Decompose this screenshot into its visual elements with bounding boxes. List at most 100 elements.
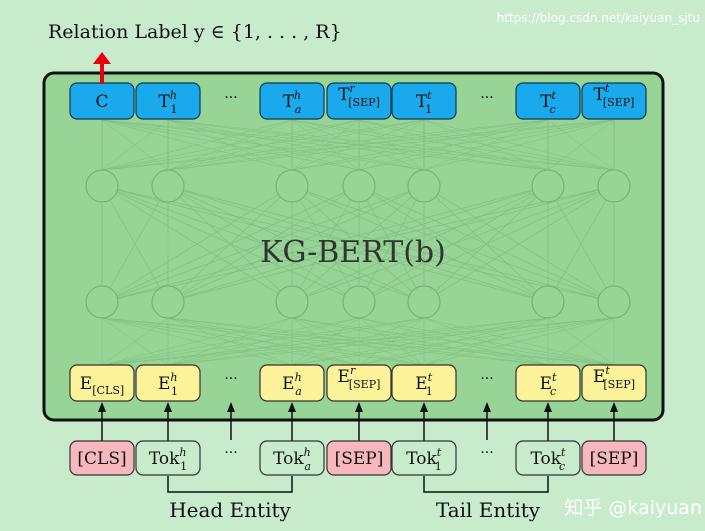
box-label: Et[SEP] [593, 364, 635, 391]
title: Relation Label y ∈ {1, . . . , R} [48, 21, 342, 43]
output-token-box [391, 82, 457, 120]
input-connection [101, 317, 615, 366]
entity-brackets [167, 476, 549, 493]
input-connection [291, 317, 549, 366]
neuron-node [85, 285, 119, 319]
output-connection [101, 119, 360, 171]
ellipsis: ··· [224, 445, 237, 461]
neuron-node [85, 169, 119, 203]
output-arrow [93, 52, 111, 64]
box-label: Tt[SEP] [593, 82, 634, 109]
output-connection [101, 119, 425, 171]
output-connection [291, 119, 615, 171]
neuron-node [342, 285, 376, 319]
layer-connection [101, 185, 615, 303]
layer-connection [101, 185, 425, 303]
output-connection [101, 119, 615, 171]
neuron-node [151, 285, 185, 319]
box-label: Er[SEP] [338, 364, 381, 391]
input-connection [423, 317, 615, 366]
embedding-box [515, 364, 581, 402]
output-connection [101, 119, 293, 171]
input-connection [101, 317, 425, 366]
input-token-box [69, 440, 135, 476]
output-connection [423, 119, 615, 171]
tail-entity-label: Tail Entity [436, 498, 541, 522]
output-connection [547, 119, 615, 171]
box-label: E[CLS] [80, 374, 124, 397]
input-token-box [515, 440, 581, 476]
box-label: [CLS] [77, 449, 126, 469]
layer-connection [423, 185, 615, 303]
embedding-box [135, 364, 201, 402]
output-connection [291, 119, 549, 171]
input-connection [291, 317, 615, 366]
input-connection [167, 317, 615, 366]
layer-connection [547, 185, 615, 303]
neuron-node [407, 285, 441, 319]
neuron-node [275, 169, 309, 203]
layer-connection [101, 185, 549, 303]
box-label: Tr[SEP] [338, 82, 380, 109]
embedding-box [259, 364, 325, 402]
layer-connection [101, 185, 293, 303]
input-token-box [135, 440, 201, 476]
neuron-node [531, 169, 565, 203]
input-token-box [391, 440, 457, 476]
input-connection [101, 317, 169, 366]
layer-connection [101, 185, 169, 303]
network-layers [85, 119, 631, 366]
box-label: C [95, 92, 108, 112]
output-connection [358, 119, 615, 171]
input-connection [101, 317, 360, 366]
embedding-box [69, 364, 135, 402]
neuron-node [275, 285, 309, 319]
embedding-box [326, 364, 392, 402]
ellipsis: ··· [224, 371, 237, 387]
model-label: KG-BERT(b) [260, 235, 446, 270]
output-token-box [326, 82, 392, 120]
box-label: [SEP] [590, 449, 639, 469]
neuron-node [151, 169, 185, 203]
input-connection [167, 317, 425, 366]
output-token-box [135, 82, 201, 120]
watermark-url: https://blog.csdn.net/kaiyuan_sjtu [497, 11, 700, 25]
input-token-box [326, 440, 392, 476]
head-entity-label: Head Entity [169, 498, 291, 522]
neuron-node [407, 169, 441, 203]
layer-connection [167, 185, 425, 303]
layer-connection [291, 185, 549, 303]
output-token-box [515, 82, 581, 120]
ellipsis: ··· [480, 90, 493, 106]
embedding-box [581, 364, 647, 402]
layer-connection [101, 185, 360, 303]
input-connection [358, 317, 615, 366]
input-connection [547, 317, 615, 366]
ellipsis: ··· [480, 445, 493, 461]
input-token-box [581, 440, 647, 476]
output-token-box [259, 82, 325, 120]
watermark: 知乎 @kaiyuan [564, 497, 702, 519]
neuron-node [531, 285, 565, 319]
output-connection [101, 119, 169, 171]
ellipsis: ··· [480, 371, 493, 387]
output-token-box [581, 82, 647, 120]
ellipsis: ··· [224, 90, 237, 106]
neuron-node [597, 285, 631, 319]
output-connection [167, 119, 425, 171]
